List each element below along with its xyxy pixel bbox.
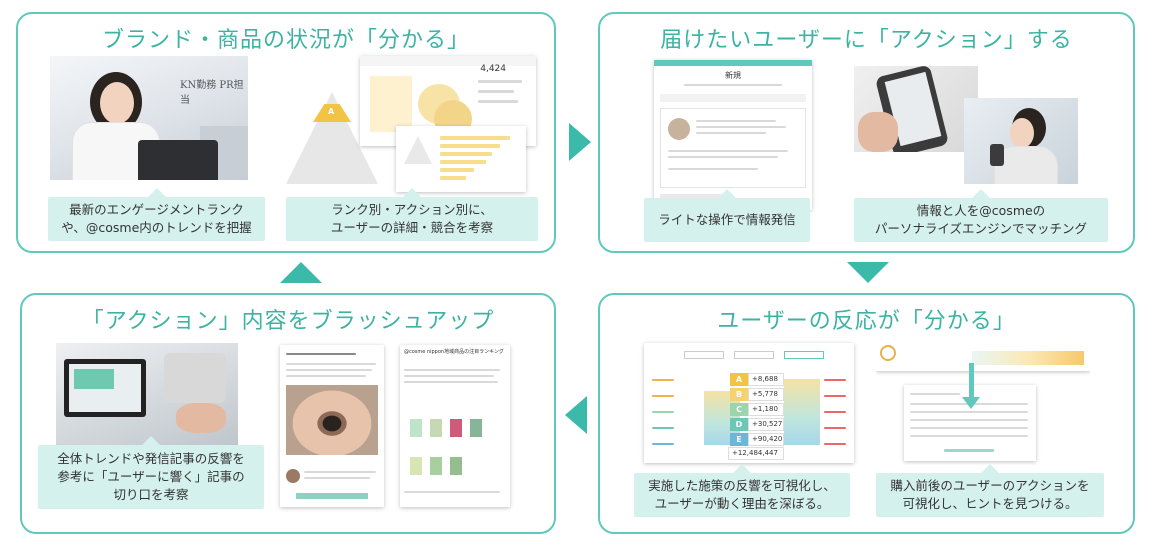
funnel-rank-c: C (730, 403, 748, 416)
panel-title: ブランド・商品の状況が「分かる」 (101, 28, 470, 53)
panel-action-to-users: 届けたいユーザーに「アクション」する 新規 ライトな操作で情報発信 情報と人を@… (598, 12, 1135, 253)
caption-light-operation: ライトな操作で情報発信 (644, 189, 810, 242)
bar-ranking-screenshot (396, 126, 526, 192)
panel-title: ユーザーの反応が「分かる」 (717, 309, 1016, 334)
panel-title: 届けたいユーザーに「アクション」する (660, 28, 1073, 53)
smartphone-hand-photo (854, 66, 978, 152)
panel-brush-up: 「アクション」内容をブラッシュアップ @cosme nippon地域商品の注目ラ… (20, 293, 556, 534)
cycle-arrow-down-icon (847, 262, 889, 283)
panel-understand-brand: ブランド・商品の状況が「分かる」 KN勤務 PR担当 A 4,424 (16, 12, 556, 253)
funnel-value: +5,778 (748, 388, 784, 401)
funnel-rank-a: A (730, 373, 748, 386)
analytics-monitor-photo (56, 343, 238, 445)
article-screenshot-eye (280, 345, 384, 507)
caption-brush-up: 全体トレンドや発信記事の反響を 参考に「ユーザーに響く」記事の 切り口を考察 (38, 436, 264, 509)
post-title: 新規 (725, 71, 741, 80)
photo-sign-text: KN勤務 PR担当 (180, 80, 244, 106)
caption-visualize-response: 実施した施策の反響を可視化し、 ユーザーが動く理由を深ぼる。 (634, 464, 850, 517)
caption-engagement-rank: 最新のエンゲージメントランク や、@cosme内のトレンドを把握 (48, 188, 265, 241)
funnel-value: +90,420 (748, 433, 784, 446)
article-heading: @cosme nippon地域商品の注目ランキング (404, 349, 504, 355)
purchase-journey-screenshot (876, 341, 1090, 465)
funnel-value: +1,180 (748, 403, 784, 416)
funnel-analysis-screenshot: A B C D E +8,688 +5,778 +1,180 +30,527 +… (644, 343, 854, 463)
article-screenshot-ranking: @cosme nippon地域商品の注目ランキング (400, 345, 510, 507)
caption-personalize-engine: 情報と人を@cosmeの パーソナライズエンジンでマッチング (854, 189, 1108, 242)
dashboard-value: 4,424 (480, 64, 506, 74)
cycle-arrow-left-icon (565, 396, 587, 434)
pyramid-rank-a: A (328, 107, 335, 116)
funnel-rank-b: B (730, 388, 748, 401)
post-editor-screenshot: 新規 (654, 60, 812, 210)
funnel-rank-e: E (730, 433, 748, 446)
office-worker-photo: KN勤務 PR担当 (50, 56, 248, 180)
funnel-value: +30,527 (748, 418, 784, 431)
cycle-arrow-up-icon (280, 262, 322, 283)
caption-rank-action: ランク別・アクション別に、 ユーザーの詳細・競合を考察 (286, 188, 538, 241)
woman-with-phone-photo (964, 98, 1078, 184)
cycle-arrow-right-icon (569, 123, 591, 161)
funnel-value: +12,484,447 (728, 447, 784, 460)
caption-purchase-actions: 購入前後のユーザーのアクションを 可視化し、ヒントを見つける。 (876, 464, 1104, 517)
panel-user-reaction: ユーザーの反応が「分かる」 A B C D E +8,688 +5,778 +1… (598, 293, 1135, 534)
panel-title: 「アクション」内容をブラッシュアップ (81, 309, 495, 334)
funnel-rank-d: D (730, 418, 748, 431)
funnel-value: +8,688 (748, 373, 784, 386)
